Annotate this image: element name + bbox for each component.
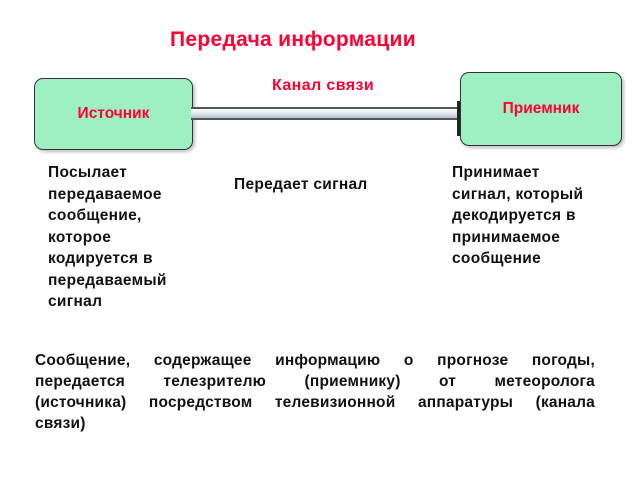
example-line: передается телезрителю (приемнику) от ме… [35,373,595,390]
channel-connector-end [457,101,462,136]
diagram-title: Передача информации [170,28,416,51]
receiver-node: Приемник [460,72,622,146]
receiver-description: Принимает сигнал, который декодируется в… [452,164,584,267]
channel-description: Передает сигнал [234,176,368,193]
receiver-node-label: Приемник [502,100,580,117]
example-line: Сообщение, содержащее информацию о прогн… [35,352,595,369]
channel-label: Канал связи [272,77,375,94]
source-description: Посылает передаваемое сообщение, которое… [48,164,167,310]
source-node-label: Источник [77,105,150,122]
example-line: (источника) посредством телевизионной ап… [35,394,595,411]
example-paragraph: Сообщение, содержащее информацию о прогн… [35,350,595,434]
source-node: Источник [34,78,193,150]
channel-connector [191,107,460,120]
example-line: связи) [35,415,86,432]
